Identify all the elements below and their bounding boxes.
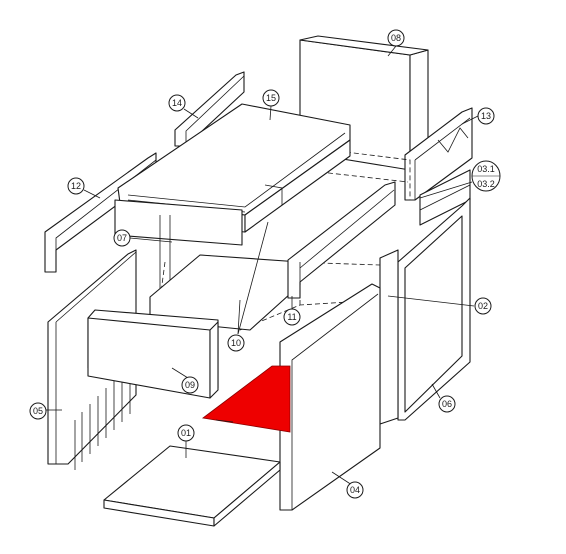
part-01-floor-plate	[103, 445, 281, 527]
callout-06: 06	[438, 395, 456, 413]
highlighted-panel	[202, 365, 291, 433]
svg-text:15: 15	[266, 93, 276, 103]
callout-01: 01	[177, 424, 195, 442]
callout-15: 15	[262, 89, 280, 107]
callout-09: 09	[181, 376, 199, 394]
part-06-right-side-panel	[397, 197, 471, 421]
callout-12: 12	[67, 177, 85, 195]
callout-08: 08	[387, 29, 405, 47]
part-07-support	[114, 199, 243, 300]
callout-04: 04	[346, 481, 364, 499]
svg-text:09: 09	[185, 380, 195, 390]
svg-text:10: 10	[231, 338, 241, 348]
svg-text:07: 07	[117, 233, 127, 243]
svg-text:01: 01	[181, 428, 191, 438]
leader-lines	[46, 45, 479, 486]
callout-05: 05	[29, 402, 47, 420]
part-02-right-inner-panel	[379, 249, 399, 425]
callout-13: 13	[477, 107, 495, 125]
svg-text:03.2: 03.2	[477, 179, 495, 189]
callout-14: 14	[168, 94, 186, 112]
callout-03-1-03-2: 03.1 03.2	[471, 160, 501, 192]
svg-text:12: 12	[71, 181, 81, 191]
part-04-front-right-panel	[279, 283, 381, 511]
svg-text:13: 13	[481, 111, 491, 121]
part-09-brick	[87, 309, 219, 399]
svg-text:05: 05	[33, 406, 43, 416]
svg-text:04: 04	[350, 485, 360, 495]
svg-text:08: 08	[391, 33, 401, 43]
callout-07: 07	[113, 229, 131, 247]
part-11-middle-rail	[287, 181, 396, 299]
callout-10: 10	[227, 334, 245, 352]
svg-text:06: 06	[442, 399, 452, 409]
svg-text:02: 02	[478, 301, 488, 311]
svg-text:03.1: 03.1	[477, 164, 495, 174]
callout-11: 11	[283, 308, 301, 326]
callout-02: 02	[474, 297, 492, 315]
svg-text:14: 14	[172, 98, 182, 108]
part-13-right-rail	[404, 107, 473, 201]
svg-text:11: 11	[287, 312, 296, 322]
part-14-top-rail	[174, 71, 245, 147]
